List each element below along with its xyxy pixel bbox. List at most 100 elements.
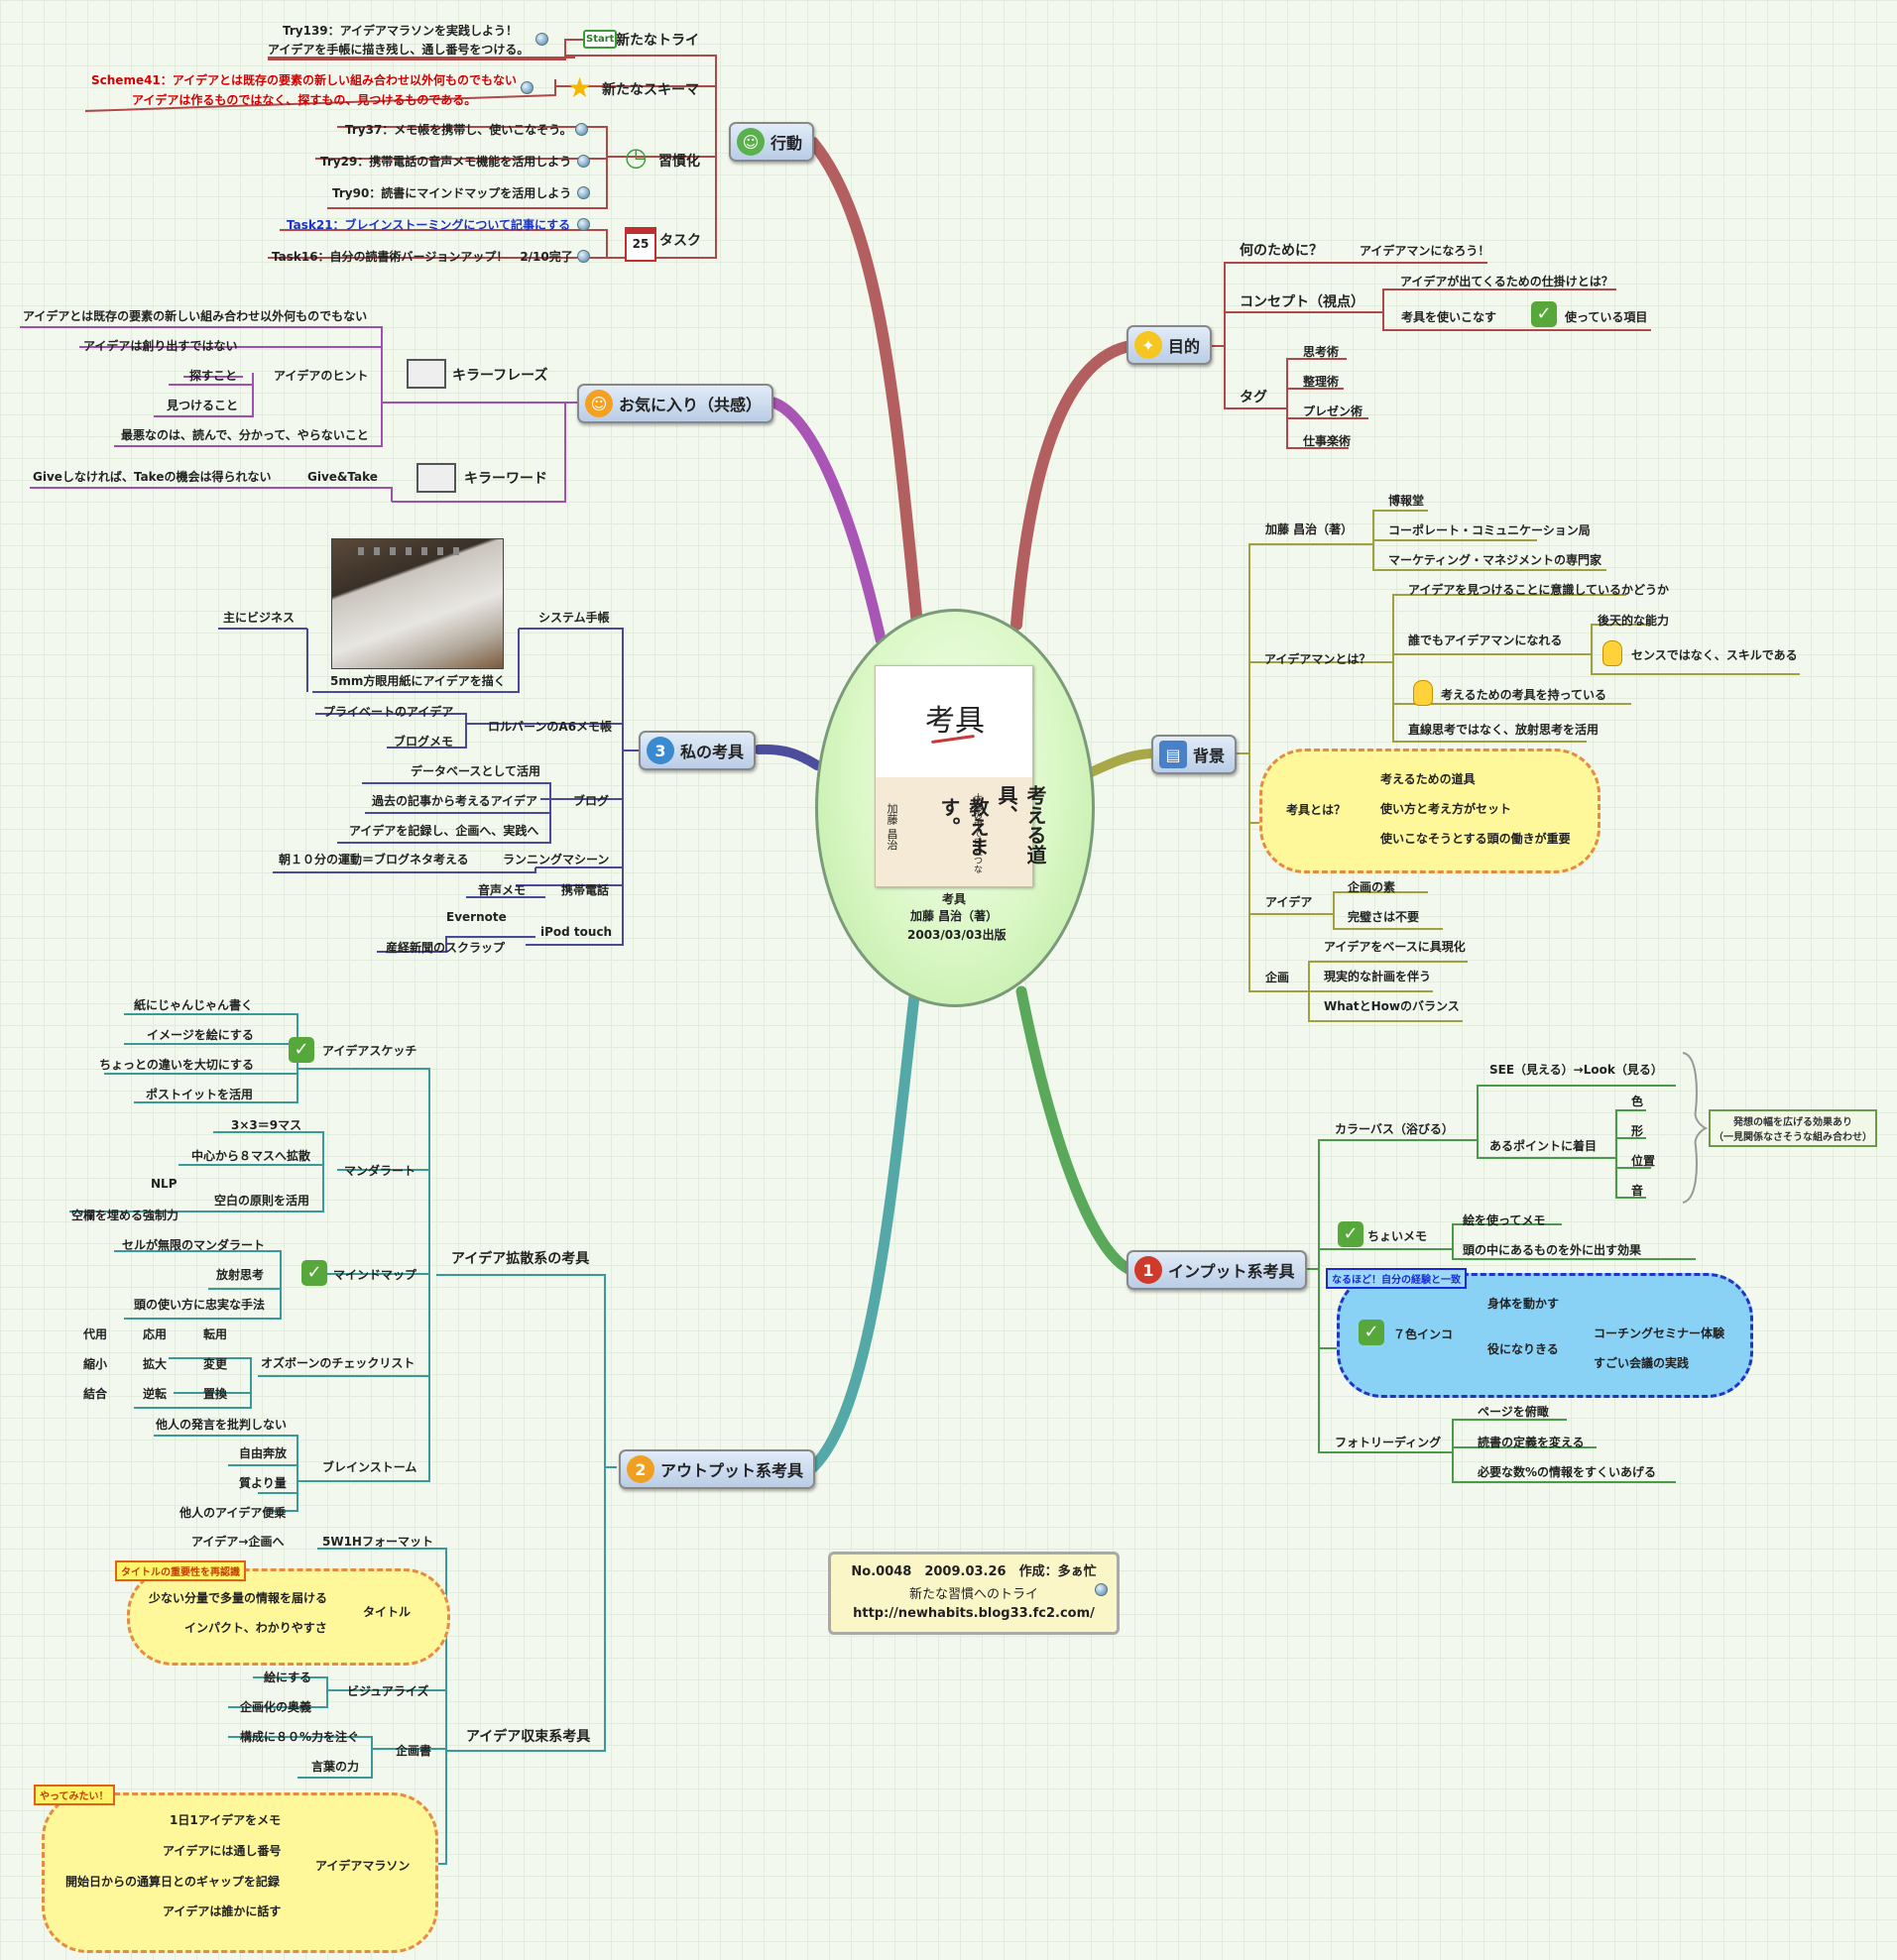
osborn-item-9[interactable]: 置換: [203, 1387, 228, 1401]
osborn-item-5[interactable]: 拡大: [143, 1357, 168, 1371]
globe-icon[interactable]: [521, 81, 534, 94]
mandala-item-1[interactable]: 3×3＝9マス: [231, 1118, 302, 1132]
node-photoreading[interactable]: フォトリーディング: [1335, 1436, 1442, 1449]
node-idea-kikaku[interactable]: アイデア→企画へ: [191, 1535, 285, 1549]
node-kyousei[interactable]: 空欄を埋める強制力: [71, 1209, 179, 1222]
tag-item-2[interactable]: 整理術: [1303, 375, 1340, 389]
node-w5h1[interactable]: 5W1Hフォーマット: [322, 1535, 433, 1549]
kikaku-item-1[interactable]: アイデアをベースに具現化: [1324, 940, 1466, 954]
topic-haikei[interactable]: ▤ 背景: [1151, 735, 1238, 774]
node-try37[interactable]: Try37：メモ帳を携帯し、使いこなそう。: [345, 123, 572, 137]
point-item-4[interactable]: 音: [1631, 1184, 1644, 1198]
node-tsukai[interactable]: 考具を使いこなす: [1401, 310, 1497, 324]
sketch-item-4[interactable]: ポストイットを活用: [146, 1088, 254, 1101]
node-yakuninari[interactable]: 役になりきる: [1487, 1342, 1559, 1356]
node-ideaman[interactable]: アイデアマンになろう！: [1360, 244, 1490, 258]
choimemo-item-2[interactable]: 頭の中にあるものを外に出す効果: [1463, 1243, 1642, 1257]
node-koutenteki[interactable]: 後天的な能力: [1598, 614, 1670, 628]
node-mindmap[interactable]: マインドマップ: [333, 1268, 417, 1282]
sketch-item-3[interactable]: ちょっとの違いを大切にする: [99, 1058, 255, 1072]
node-try90[interactable]: Try90：読書にマインドマップを活用しよう: [332, 186, 572, 200]
tag-item-3[interactable]: プレゼン術: [1303, 404, 1363, 418]
author-item-1[interactable]: 博報堂: [1388, 494, 1425, 508]
running-detail[interactable]: 朝１０分の運動＝ブログネタ考える: [279, 853, 469, 866]
kikakusho-item-1[interactable]: 構成に８０%力を注ぐ: [240, 1730, 360, 1744]
osborn-item-7[interactable]: 結合: [83, 1387, 108, 1401]
node-blogmemo[interactable]: ブログメモ: [394, 735, 454, 749]
node-private[interactable]: プライベートのアイデア: [323, 705, 454, 719]
visual-item-2[interactable]: 企画化の奥義: [240, 1700, 312, 1714]
brain-item-1[interactable]: 他人の発言を批判しない: [156, 1418, 288, 1432]
node-choimemo[interactable]: ちょいメモ: [1367, 1229, 1428, 1243]
point-item-2[interactable]: 形: [1631, 1124, 1644, 1138]
node-ideaman-toha[interactable]: アイデアマンとは？: [1264, 652, 1371, 666]
marathon-item-4[interactable]: アイデアは誰かに話す: [163, 1904, 282, 1918]
node-rollbahn[interactable]: ロルバーンのA6メモ帳: [488, 720, 613, 734]
sketch-item-2[interactable]: イメージを絵にする: [147, 1028, 254, 1042]
marathon-item-3[interactable]: 開始日からの通算日とのギャップを記録: [65, 1875, 280, 1889]
brain-item-3[interactable]: 質より量: [239, 1476, 287, 1490]
globe-icon[interactable]: [1095, 1583, 1108, 1596]
globe-icon[interactable]: [575, 123, 588, 136]
node-blog[interactable]: ブログ: [573, 794, 610, 808]
node-scheme41-b[interactable]: アイデアは作るものではなく、探すもの、見つけるものである。: [132, 93, 477, 107]
osborn-item-6[interactable]: 変更: [203, 1357, 228, 1371]
brain-item-2[interactable]: 自由奔放: [239, 1446, 288, 1460]
node-kikaku[interactable]: 企画: [1265, 971, 1290, 984]
node-task16[interactable]: Task16：自分の読書術バージョンアップ！ 2/10完了: [272, 250, 573, 264]
idea-item-1[interactable]: 企画の素: [1348, 880, 1396, 894]
visual-item-1[interactable]: 絵にする: [264, 1671, 312, 1684]
kikaku-item-2[interactable]: 現実的な計画を伴う: [1324, 970, 1432, 983]
blog-item-2[interactable]: 過去の記事から考えるアイデア: [372, 794, 538, 808]
node-new-schema[interactable]: 新たなスキーマ: [602, 82, 699, 98]
node-shikake[interactable]: アイデアが出てくるための仕掛けとは？: [1400, 275, 1613, 288]
title-item-2[interactable]: インパクト、わかりやすさ: [184, 1621, 327, 1635]
node-kakusan[interactable]: アイデア拡散系の考具: [451, 1251, 590, 1267]
node-aru-point[interactable]: あるポイントに着目: [1489, 1139, 1598, 1153]
kougu-item-3[interactable]: 使いこなそうとする頭の働きが重要: [1380, 832, 1571, 846]
node-brainstorm[interactable]: ブレインストーム: [322, 1460, 417, 1474]
blog-item-3[interactable]: アイデアを記録し、企画へ、実践へ: [349, 824, 539, 838]
photo-item-1[interactable]: ページを俯瞰: [1478, 1405, 1549, 1419]
node-give-take[interactable]: Give&Take: [307, 470, 378, 484]
node-shuusoku[interactable]: アイデア収束系考具: [466, 1729, 591, 1745]
node-killer-phrase[interactable]: キラーフレーズ: [452, 368, 548, 384]
node-karada[interactable]: 身体を動かす: [1487, 1297, 1560, 1311]
idea-item-2[interactable]: 完璧さは不要: [1348, 910, 1420, 924]
node-sugoi[interactable]: すごい会議の実践: [1594, 1356, 1690, 1370]
point-item-1[interactable]: 色: [1631, 1095, 1644, 1108]
photo-item-2[interactable]: 読書の定義を変える: [1478, 1436, 1585, 1449]
osborn-item-8[interactable]: 逆転: [143, 1387, 168, 1401]
node-sketch[interactable]: アイデアスケッチ: [322, 1044, 417, 1058]
node-title[interactable]: タイトル: [363, 1605, 412, 1619]
kougu-item-2[interactable]: 使い方と考え方がセット: [1380, 802, 1512, 816]
node-keitai[interactable]: 携帯電話: [561, 883, 610, 897]
author-item-3[interactable]: マーケティング・マネジメントの専門家: [1388, 553, 1602, 567]
node-onsei[interactable]: 音声メモ: [478, 883, 527, 897]
hint-item-3[interactable]: 探すこと: [189, 369, 238, 383]
tag-item-1[interactable]: 思考術: [1303, 345, 1340, 359]
hint-item-4[interactable]: 見つけること: [167, 399, 239, 412]
node-running[interactable]: ランニングマシーン: [503, 853, 610, 866]
topic-input[interactable]: 1 インプット系考具: [1126, 1250, 1307, 1290]
info-box[interactable]: No.0048 2009.03.26 作成：多ぁ忙 新たな習慣へのトライ htt…: [828, 1552, 1120, 1635]
osborn-item-1[interactable]: 代用: [83, 1327, 108, 1341]
node-evernote[interactable]: Evernote: [446, 910, 507, 924]
topic-mokuteki[interactable]: ✦ 目的: [1126, 325, 1213, 365]
photo-item-3[interactable]: 必要な数%の情報をすくいあげる: [1478, 1465, 1657, 1479]
globe-icon[interactable]: [577, 218, 590, 231]
node-kougu-toha[interactable]: 考具とは？: [1286, 803, 1347, 817]
node-kikakusho[interactable]: 企画書: [396, 1744, 432, 1758]
node-omo-business[interactable]: 主にビジネス: [223, 611, 296, 625]
node-tag[interactable]: タグ: [1240, 390, 1267, 405]
node-scheme41-a[interactable]: Scheme41：アイデアとは既存の要素の新しい組み合わせ以外何ものでもない: [91, 73, 517, 87]
mindmap-item-1[interactable]: セルが無限のマンダラート: [122, 1238, 266, 1252]
node-marathon[interactable]: アイデアマラソン: [315, 1859, 411, 1873]
osborn-item-2[interactable]: 応用: [143, 1327, 168, 1341]
node-new-try[interactable]: 新たなトライ: [616, 33, 699, 49]
kougu-item-1[interactable]: 考えるための道具: [1380, 772, 1476, 786]
author-item-2[interactable]: コーポレート・コミュニケーション局: [1388, 523, 1591, 537]
node-coaching[interactable]: コーチングセミナー体験: [1594, 1326, 1725, 1340]
node-visualize[interactable]: ビジュアライズ: [347, 1684, 429, 1698]
topic-okiniiri[interactable]: ☺ お気に入り（共感）: [577, 384, 774, 423]
